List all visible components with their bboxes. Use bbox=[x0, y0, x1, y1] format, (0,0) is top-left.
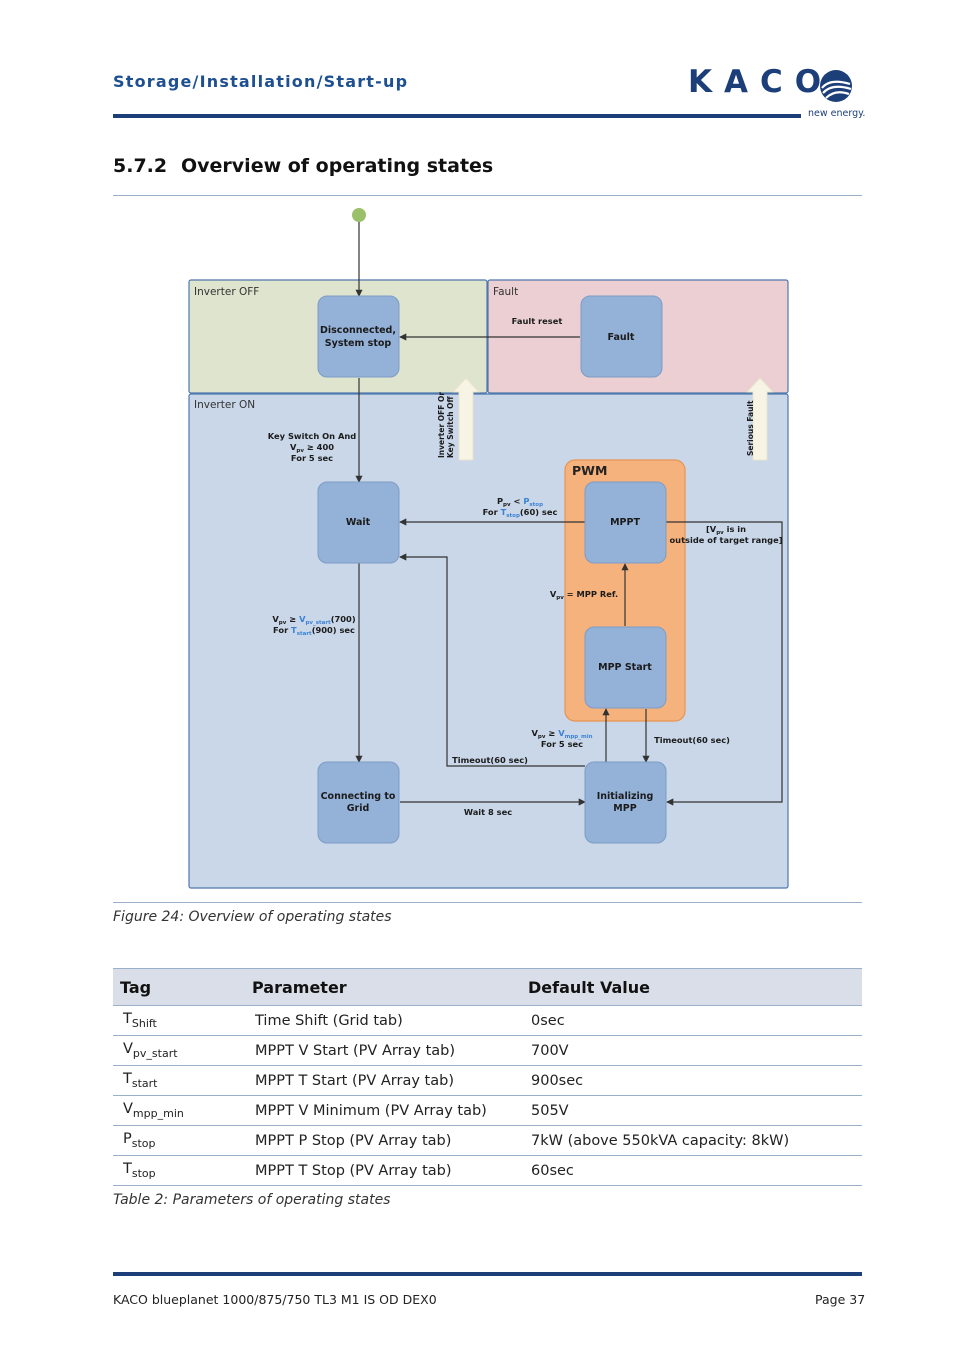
label-wait-8: Wait 8 sec bbox=[464, 807, 512, 817]
region-label-off: Inverter OFF bbox=[194, 286, 259, 298]
serious-fault-up-arrow bbox=[745, 377, 775, 461]
table-row: Vpv_start MPPT V Start (PV Array tab) 70… bbox=[113, 1035, 862, 1066]
state-init-label-1: Initializing bbox=[597, 791, 654, 802]
table-cell-parameter: MPPT V Minimum (PV Array tab) bbox=[245, 1095, 521, 1126]
table-header-parameter: Parameter bbox=[245, 968, 521, 1006]
table-row: Pstop MPPT P Stop (PV Array tab) 7kW (ab… bbox=[113, 1125, 862, 1156]
label-timeout-left: Timeout(60 sec) bbox=[452, 755, 528, 765]
state-fault bbox=[580, 295, 663, 378]
table-cell-value: 0sec bbox=[521, 1005, 862, 1036]
table-cell-parameter: MPPT V Start (PV Array tab) bbox=[245, 1035, 521, 1066]
label-vpv-range-1: [Vpv is in bbox=[706, 524, 746, 536]
table-cell-parameter: MPPT T Start (PV Array tab) bbox=[245, 1065, 521, 1096]
figure-caption: Figure 24: Overview of operating states bbox=[113, 909, 392, 925]
table-header-default: Default Value bbox=[521, 968, 862, 1006]
table-cell-value: 900sec bbox=[521, 1065, 862, 1096]
label-vpv-range-2: outside of target range] bbox=[669, 535, 782, 545]
table-row: Tstart MPPT T Start (PV Array tab) 900se… bbox=[113, 1065, 862, 1096]
table-header-tag: Tag bbox=[113, 968, 245, 1006]
table-header-row: Tag Parameter Default Value bbox=[113, 968, 862, 1006]
footer-product: KACO blueplanet 1000/875/750 TL3 M1 IS O… bbox=[113, 1292, 437, 1307]
state-disconnected-label-2: System stop bbox=[325, 338, 392, 349]
label-mpp-ref: Vpv = MPP Ref. bbox=[550, 589, 618, 601]
section-title: Overview of operating states bbox=[181, 155, 494, 177]
table-row: Vmpp_min MPPT V Minimum (PV Array tab) 5… bbox=[113, 1095, 862, 1126]
state-mppt bbox=[584, 481, 667, 564]
state-fault-label: Fault bbox=[608, 332, 635, 343]
region-label-fault: Fault bbox=[493, 286, 518, 298]
kaco-logo-text: KACO bbox=[688, 64, 834, 100]
table-cell-value: 60sec bbox=[521, 1155, 862, 1186]
inverter-off-up-arrow bbox=[451, 377, 481, 461]
label-vstart-1: Vpv ≥ Vpv_start(700) bbox=[272, 614, 355, 626]
table-row: Tstop MPPT T Stop (PV Array tab) 60sec bbox=[113, 1155, 862, 1186]
kaco-logo-tagline: new energy. bbox=[808, 108, 866, 119]
label-pstop-1: Ppv < Pstop bbox=[497, 496, 543, 508]
state-connecting-label-2: Grid bbox=[347, 803, 370, 814]
table-cell-tag: Pstop bbox=[113, 1125, 245, 1156]
state-mppt-label: MPPT bbox=[610, 517, 640, 528]
label-inverter-off-1: Inverter OFF Or bbox=[437, 392, 446, 458]
table-caption: Table 2: Parameters of operating states bbox=[113, 1192, 391, 1208]
table-cell-parameter: Time Shift (Grid tab) bbox=[245, 1005, 521, 1036]
region-label-pwm: PWM bbox=[572, 463, 607, 478]
table-cell-tag: Vpv_start bbox=[113, 1035, 245, 1066]
label-vstart-2: For Tstart(900) sec bbox=[273, 625, 355, 637]
region-label-on: Inverter ON bbox=[194, 399, 255, 411]
label-vmpp-1: Vpv ≥ Vmpp_min bbox=[532, 728, 593, 740]
label-fault-reset: Fault reset bbox=[512, 316, 563, 326]
state-connecting-label-1: Connecting to bbox=[321, 791, 396, 802]
label-pstop-2: For Tstop(60) sec bbox=[483, 507, 558, 519]
label-vmpp-2: For 5 sec bbox=[541, 739, 583, 749]
table-cell-tag: Vmpp_min bbox=[113, 1095, 245, 1126]
table-cell-parameter: MPPT T Stop (PV Array tab) bbox=[245, 1155, 521, 1186]
footer-page-number: Page 37 bbox=[815, 1292, 866, 1307]
label-timeout-right: Timeout(60 sec) bbox=[654, 735, 730, 745]
footer-rule bbox=[113, 1272, 862, 1276]
figure-rule bbox=[113, 902, 862, 903]
state-init-label-2: MPP bbox=[613, 803, 636, 814]
state-initializing bbox=[584, 761, 667, 844]
section-number: 5.7.2 bbox=[113, 155, 168, 177]
state-mpp-start bbox=[584, 626, 667, 709]
state-mpp-start-label: MPP Start bbox=[598, 662, 652, 673]
table-cell-tag: Tstop bbox=[113, 1155, 245, 1186]
start-dot bbox=[352, 208, 366, 222]
table-cell-value: 700V bbox=[521, 1035, 862, 1066]
header-rule bbox=[113, 114, 801, 118]
state-disconnected bbox=[317, 295, 400, 378]
kaco-logo-icon bbox=[820, 70, 852, 102]
state-connecting bbox=[317, 761, 400, 844]
state-wait bbox=[317, 481, 400, 564]
table-row: TShift Time Shift (Grid tab) 0sec bbox=[113, 1005, 862, 1036]
table-cell-value: 505V bbox=[521, 1095, 862, 1126]
table-cell-tag: TShift bbox=[113, 1005, 245, 1036]
state-disconnected-label-1: Disconnected, bbox=[320, 325, 396, 336]
operating-states-diagram: Inverter OFF Fault Inverter ON PWM Disco… bbox=[188, 208, 789, 889]
label-inverter-off-2: Key Switch Off bbox=[446, 395, 455, 458]
state-wait-label: Wait bbox=[346, 517, 371, 528]
parameters-table: Tag Parameter Default Value TShift Time … bbox=[113, 968, 862, 1186]
label-serious-fault: Serious Fault bbox=[746, 400, 755, 456]
label-key-switch-1: Key Switch On And bbox=[268, 431, 357, 441]
table-cell-value: 7kW (above 550kVA capacity: 8kW) bbox=[521, 1125, 862, 1156]
label-key-switch-2: Vpv ≥ 400 bbox=[290, 442, 334, 454]
section-rule bbox=[113, 195, 862, 196]
table-cell-parameter: MPPT P Stop (PV Array tab) bbox=[245, 1125, 521, 1156]
header-section-path: Storage/Installation/Start-up bbox=[113, 72, 409, 91]
label-key-switch-3: For 5 sec bbox=[291, 453, 333, 463]
table-cell-tag: Tstart bbox=[113, 1065, 245, 1096]
